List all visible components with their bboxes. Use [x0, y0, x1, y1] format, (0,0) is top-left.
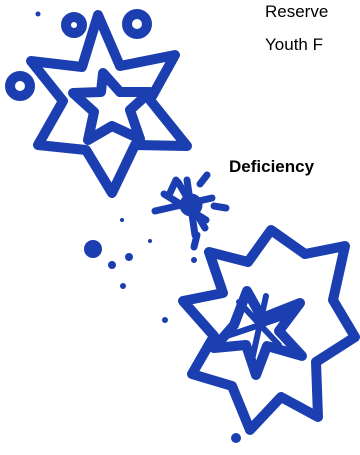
large-snowflake-icon — [5, 9, 192, 198]
small-snowflake-icon — [151, 171, 230, 251]
clipped-text-line-1: Reserve — [265, 2, 329, 21]
clipped-text-line-2: Youth F — [265, 35, 323, 54]
snow-dots — [35, 11, 241, 443]
deficiency-heading: Deficiency — [229, 157, 315, 176]
bottom-snowflake-icon — [178, 225, 360, 435]
